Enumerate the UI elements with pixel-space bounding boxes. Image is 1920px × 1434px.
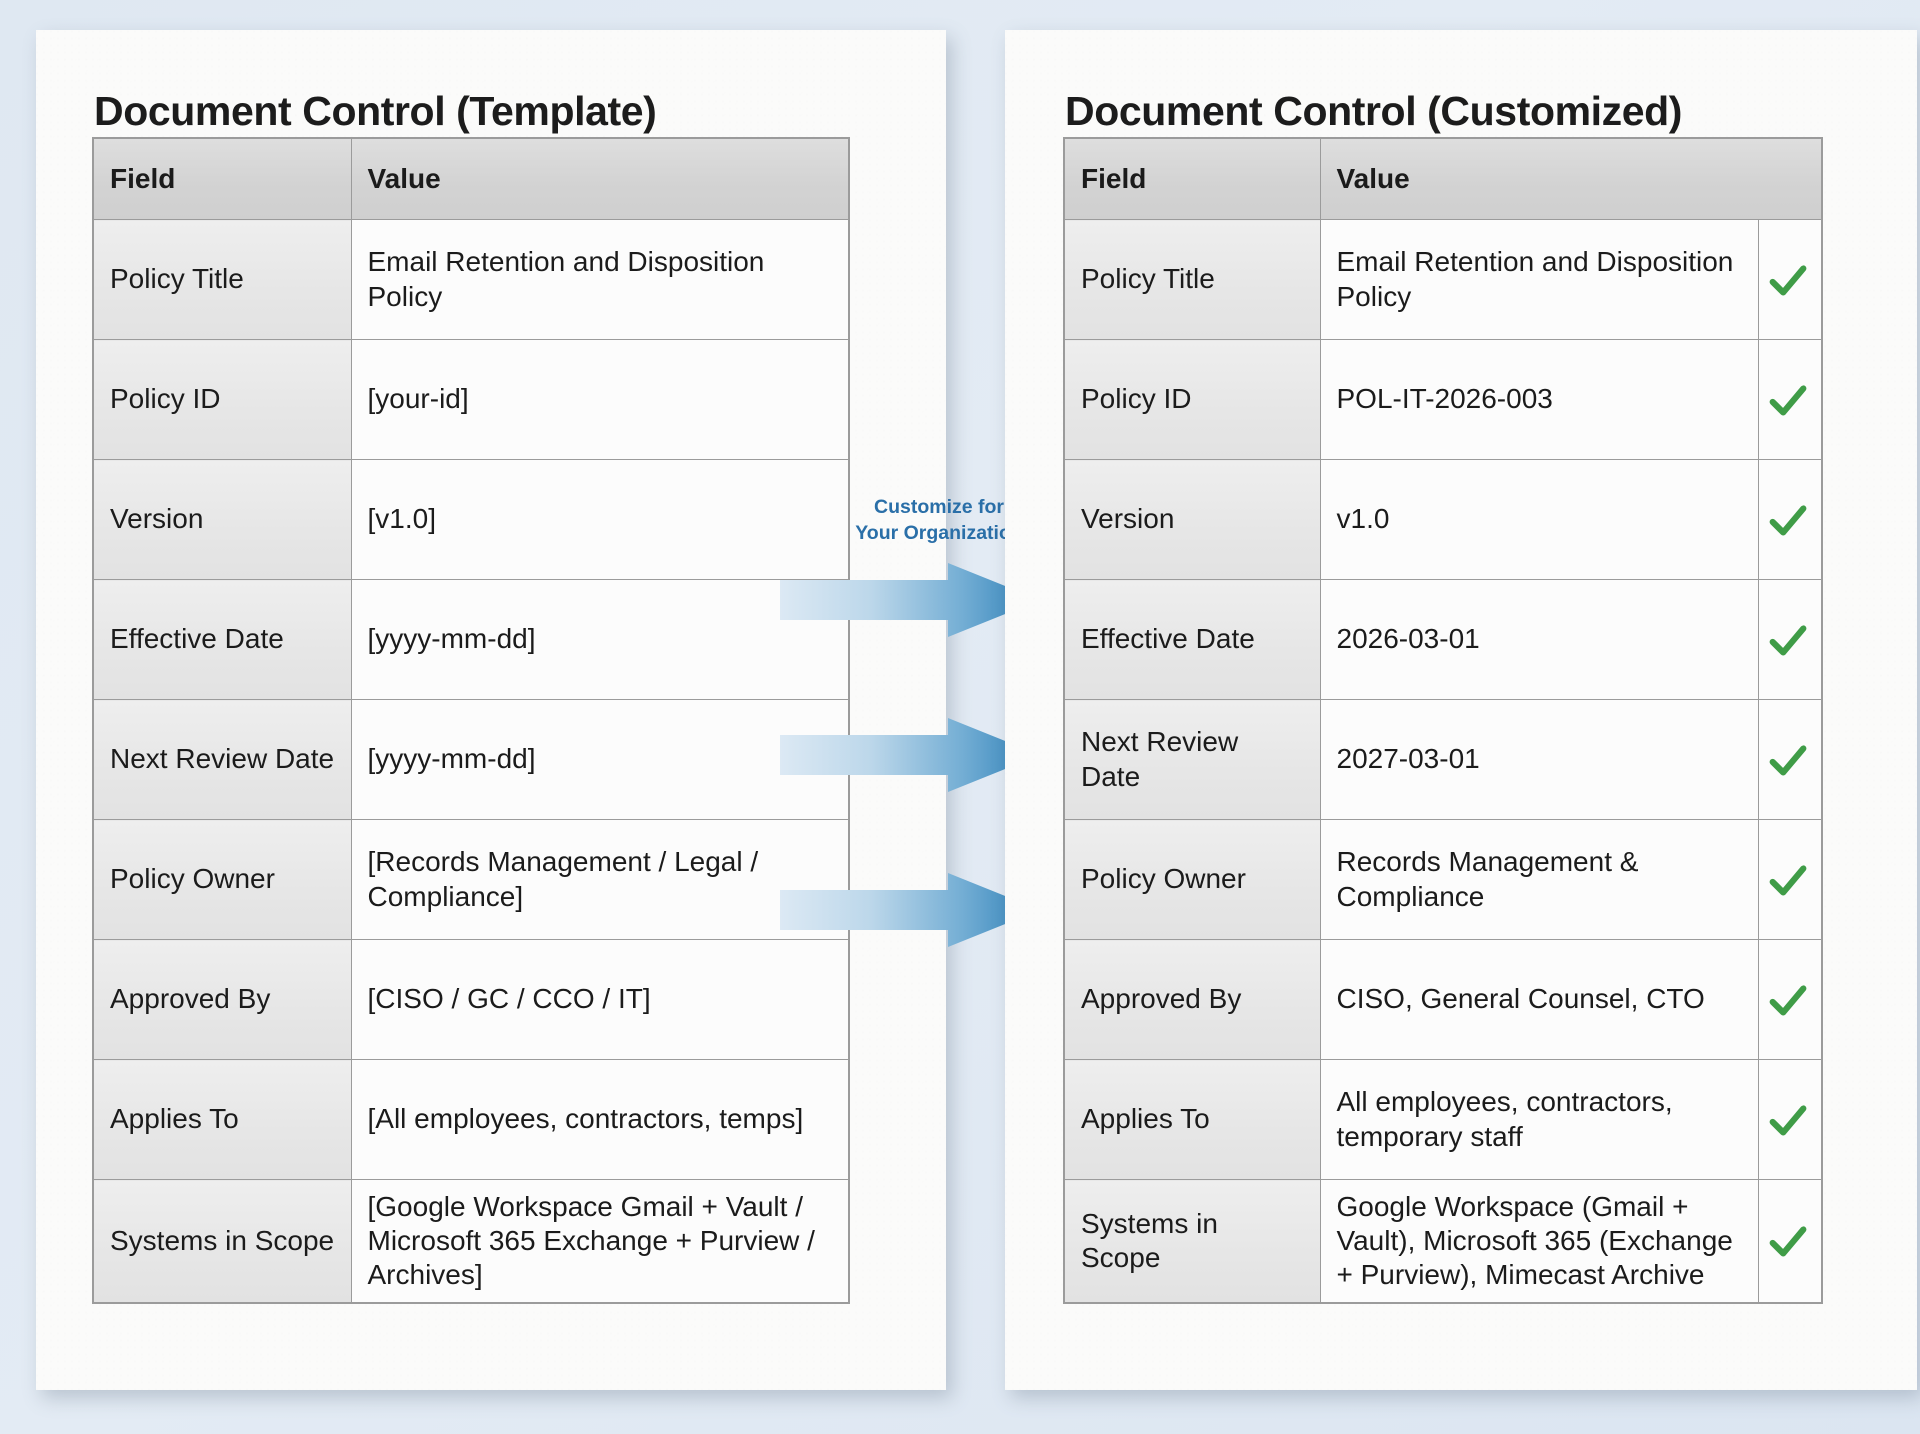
check-icon: [1765, 502, 1811, 536]
row-value-placeholder: [All employees, contractors, temps]: [350, 1059, 850, 1180]
check-icon: [1765, 382, 1811, 416]
column-header-field: Field: [92, 137, 352, 220]
row-field-label: Policy Owner: [92, 819, 352, 940]
check-icon: [1765, 262, 1811, 296]
row-field-label: Next Review Date: [1063, 699, 1321, 820]
column-header-value: Value: [1319, 137, 1823, 220]
table-header-row: Field Value: [92, 137, 850, 220]
customized-panel: Document Control (Customized) Field Valu…: [1005, 30, 1917, 1390]
flow-caption-line-1: Customize for: [873, 496, 1004, 518]
table-row: Policy ID[your-id]: [92, 339, 850, 460]
table-row: Effective Date[yyyy-mm-dd]: [92, 579, 850, 700]
row-field-label: Policy Title: [1063, 219, 1321, 340]
flow-caption: Customize for Your Organization: [774, 495, 1104, 546]
table-row: Applies To[All employees, contractors, t…: [92, 1059, 850, 1180]
table-row: Next Review Date[yyyy-mm-dd]: [92, 699, 850, 820]
row-field-label: Effective Date: [92, 579, 352, 700]
row-value-placeholder: [your-id]: [350, 339, 850, 460]
row-status-check: [1757, 219, 1823, 340]
row-value-placeholder: [Google Workspace Gmail + Vault / Micros…: [350, 1179, 850, 1304]
template-panel: Document Control (Template) Field Value …: [36, 30, 946, 1390]
row-value-placeholder: [Records Management / Legal / Compliance…: [350, 819, 850, 940]
row-field-label: Systems in Scope: [1063, 1179, 1321, 1304]
right-arrow-icon: [780, 873, 1040, 947]
row-field-label: Effective Date: [1063, 579, 1321, 700]
row-status-check: [1757, 1059, 1823, 1180]
column-header-value: Value: [350, 137, 850, 220]
row-status-check: [1757, 699, 1823, 820]
row-field-label: Applies To: [92, 1059, 352, 1180]
row-value-placeholder: [yyyy-mm-dd]: [350, 699, 850, 820]
row-field-label: Systems in Scope: [92, 1179, 352, 1304]
row-field-label: Version: [1063, 459, 1321, 580]
row-value-placeholder: [v1.0]: [350, 459, 850, 580]
row-value: Google Workspace (Gmail + Vault), Micros…: [1319, 1179, 1759, 1304]
check-icon: [1765, 1224, 1811, 1257]
column-header-field: Field: [1063, 137, 1321, 220]
row-field-label: Approved By: [1063, 939, 1321, 1060]
row-field-label: Applies To: [1063, 1059, 1321, 1180]
row-value: Records Management & Compliance: [1319, 819, 1759, 940]
right-arrow-icon: [780, 718, 1040, 792]
right-arrow-icon: [780, 563, 1040, 637]
row-status-check: [1757, 459, 1823, 580]
row-value: v1.0: [1319, 459, 1759, 580]
row-value: 2027-03-01: [1319, 699, 1759, 820]
row-field-label: Policy Owner: [1063, 819, 1321, 940]
row-value: All employees, contractors, temporary st…: [1319, 1059, 1759, 1180]
row-status-check: [1757, 1179, 1823, 1304]
row-value: 2026-03-01: [1319, 579, 1759, 700]
row-field-label: Policy ID: [1063, 339, 1321, 460]
row-value: POL-IT-2026-003: [1319, 339, 1759, 460]
template-panel-title: Document Control (Template): [94, 88, 657, 134]
table-header-row: Field Value: [1063, 137, 1823, 220]
customize-flow: Customize for Your Organization: [780, 0, 1040, 1434]
row-field-label: Approved By: [92, 939, 352, 1060]
check-icon: [1765, 982, 1811, 1016]
check-icon: [1765, 862, 1811, 896]
row-value: Email Retention and Disposition Policy: [350, 219, 850, 340]
row-status-check: [1757, 339, 1823, 460]
row-field-label: Next Review Date: [92, 699, 352, 820]
row-value: CISO, General Counsel, CTO: [1319, 939, 1759, 1060]
customized-panel-title: Document Control (Customized): [1065, 88, 1683, 134]
row-field-label: Policy ID: [92, 339, 352, 460]
row-value: Email Retention and Disposition Policy: [1319, 219, 1759, 340]
table-row: Approved By[CISO / GC / CCO / IT]: [92, 939, 850, 1060]
row-status-check: [1757, 819, 1823, 940]
check-icon: [1765, 1102, 1811, 1136]
table-row: Version[v1.0]: [92, 459, 850, 580]
row-status-check: [1757, 579, 1823, 700]
row-field-label: Policy Title: [92, 219, 352, 340]
row-value-placeholder: [yyyy-mm-dd]: [350, 579, 850, 700]
flow-caption-line-2: Your Organization: [855, 521, 1023, 544]
check-icon: [1765, 742, 1811, 776]
table-row: Systems in Scope[Google Workspace Gmail …: [92, 1179, 850, 1304]
row-field-label: Version: [92, 459, 352, 580]
table-row: Policy Owner[Records Management / Legal …: [92, 819, 850, 940]
row-value-placeholder: [CISO / GC / CCO / IT]: [350, 939, 850, 1060]
check-icon: [1765, 622, 1811, 656]
row-status-check: [1757, 939, 1823, 1060]
